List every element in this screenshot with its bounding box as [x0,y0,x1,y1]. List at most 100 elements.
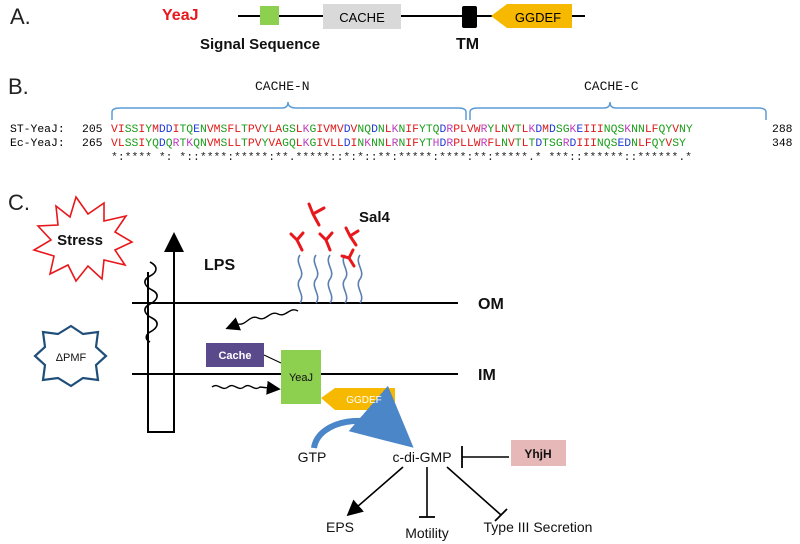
residue: Y [418,138,426,150]
lps-label: LPS [204,257,235,274]
residue: Q [288,138,296,150]
residue: V [350,124,358,136]
motility-label: Motility [405,525,449,541]
row-end: 288 [772,124,793,136]
residue: S [555,124,563,136]
membrane-channel [147,252,175,433]
residue: L [521,138,529,150]
residue: Q [193,138,200,150]
residue: K [302,124,310,136]
residue: M [542,124,549,136]
residue: L [336,138,344,150]
gtp-label: GTP [298,449,327,465]
residue: P [453,124,461,136]
residue: L [234,138,242,150]
residue: I [405,138,413,150]
residue: I [596,124,604,136]
residue: Y [261,124,269,136]
residue: N [637,124,645,136]
panel-c-label: C. [8,190,30,215]
residue: V [665,138,673,150]
residue: Y [665,124,673,136]
residue: S [672,138,680,150]
residue: R [446,124,454,136]
residue: S [131,124,139,136]
residue: M [213,138,221,150]
residue: N [199,138,207,150]
gtp-conversion-arrow [311,385,414,449]
residue: F [412,124,419,136]
row-sequence: VLSSIYQDQRTKQNVMSLLTPVYVAGQLKGIVLLDINKNN… [111,138,686,150]
residue: Y [685,124,693,136]
residue: R [446,138,454,150]
eps-arrow [346,466,404,517]
residue: S [549,138,556,150]
residue: I [405,124,413,136]
residue: Y [679,138,686,150]
t3s-label: Type III Secretion [484,519,593,535]
residue: L [644,124,652,136]
residue: V [336,124,344,136]
residue: Q [651,138,659,150]
om-label: OM [478,296,504,313]
residue: V [254,124,262,136]
residue: N [631,124,638,136]
residue: V [206,138,214,150]
residue: S [617,124,625,136]
residue: G [555,138,563,150]
residue: V [254,138,262,150]
residue: L [466,138,474,150]
yhjh-label: YhjH [524,447,551,461]
residue: M [330,124,337,136]
residue: I [590,138,597,150]
residue: T [528,138,536,150]
residue: T [425,124,433,136]
residue: L [494,124,502,136]
residue: K [364,138,372,150]
residue: T [241,138,248,150]
signal-sequence-label: Signal Sequence [200,36,321,53]
residue: G [562,124,570,136]
row-sequence: VISSIYMDDITQENVMSFLTPVYLAGSLKGIVMVDVNQDN… [111,124,693,136]
residue: K [391,124,399,136]
residue: K [569,124,577,136]
pmf-shape [33,324,108,388]
residue: D [371,124,378,136]
residue: S [220,124,228,136]
residue: D [439,124,447,136]
residue: N [398,124,406,136]
t3s-inhibition-bar [494,508,508,522]
residue: T [514,124,522,136]
residue: K [186,138,194,150]
signal-sequence-box [260,6,279,25]
residue: V [323,124,330,136]
row-start: 265 [82,138,103,150]
row-name: Ec-YeaJ: [10,138,65,150]
residue: D [343,138,351,150]
residue: I [138,138,146,150]
eps-label: EPS [326,519,354,535]
residue: K [624,124,632,136]
residue: L [494,138,502,150]
residue: H [432,138,440,150]
residue: A [275,124,283,136]
cache-domain-label: CACHE [339,10,385,25]
ggdef-domain-label: GGDEF [515,10,561,25]
residue: N [398,138,406,150]
residue: V [323,138,330,150]
residue: V [507,124,515,136]
residue: D [158,124,166,136]
residue: N [371,138,378,150]
residue: D [569,138,577,150]
residue: V [507,138,515,150]
residue: Q [364,124,372,136]
residue: N [501,124,508,136]
residue: Q [165,138,173,150]
residue: G [282,138,289,150]
lps-lipids [297,254,363,304]
cache-c-bracket [469,101,767,120]
residue: G [282,124,289,136]
residue: Y [658,138,666,150]
residue: A [275,138,283,150]
residue: V [466,124,474,136]
